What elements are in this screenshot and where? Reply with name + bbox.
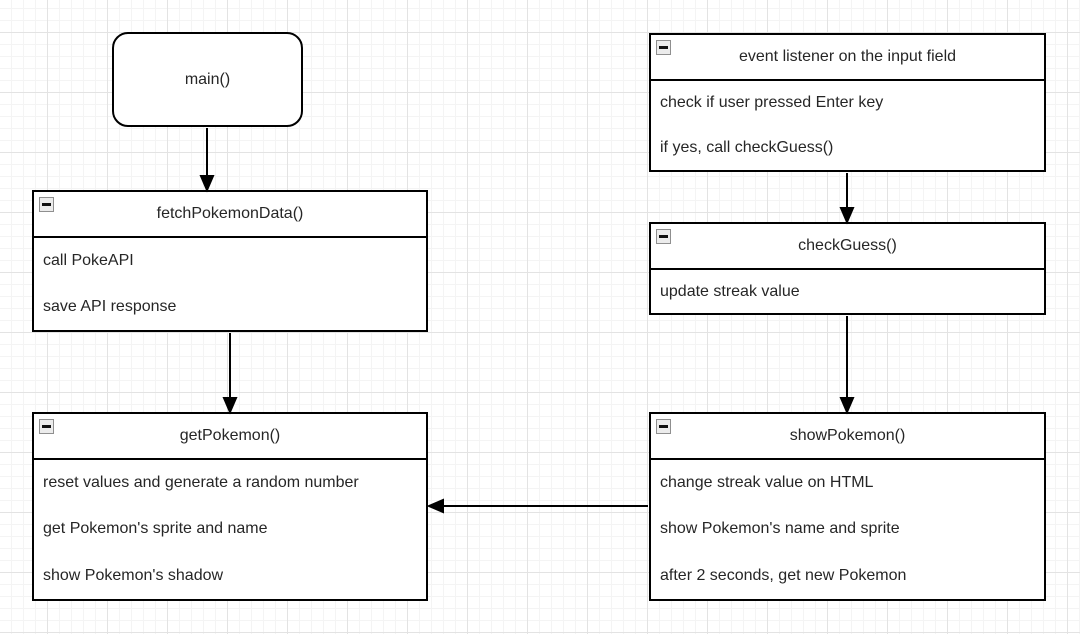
edge-checkGuess-to-showPokemon[interactable] [839,316,855,415]
node-item: save API response [43,298,177,315]
node-main-label: main() [184,70,231,88]
node-showPokemon-body: change streak value on HTML show Pokemon… [651,460,1044,599]
node-item: show Pokemon's name and sprite [660,520,900,538]
node-main[interactable]: main() [112,32,303,127]
node-showPokemon[interactable]: showPokemon() change streak value on HTM… [649,412,1046,601]
node-eventListener-body: check if user pressed Enter key if yes, … [651,81,1044,170]
edge-showPokemon-to-getPokemon[interactable] [426,498,648,514]
node-item: get Pokemon's sprite and name [43,520,268,538]
node-checkGuess-body: update streak value [651,270,1044,313]
node-item: check if user pressed Enter key [660,94,884,112]
node-item: show Pokemon's shadow [43,566,224,584]
node-getPokemon-header: getPokemon() [34,414,426,460]
node-item: change streak value on HTML [660,474,874,492]
node-fetchPokemonData-title: fetchPokemonData() [156,205,304,222]
node-eventListener[interactable]: event listener on the input field check … [649,33,1046,172]
node-getPokemon[interactable]: getPokemon() reset values and generate a… [32,412,428,601]
node-fetchPokemonData[interactable]: fetchPokemonData() call PokeAPI save API… [32,190,428,332]
node-fetchPokemonData-header: fetchPokemonData() [34,192,426,238]
node-item: call PokeAPI [43,252,134,269]
node-showPokemon-title: showPokemon() [789,427,906,444]
node-checkGuess[interactable]: checkGuess() update streak value [649,222,1046,315]
node-eventListener-header: event listener on the input field [651,35,1044,81]
node-item: if yes, call checkGuess() [660,138,834,156]
collapse-minus-icon[interactable] [39,197,54,212]
collapse-minus-icon[interactable] [39,419,54,434]
node-checkGuess-title: checkGuess() [798,237,897,254]
collapse-minus-icon[interactable] [656,40,671,55]
edge-fetchPokemonData-to-getPokemon[interactable] [222,333,238,415]
edge-main-to-fetchPokemonData[interactable] [199,128,215,193]
node-getPokemon-body: reset values and generate a random numbe… [34,460,426,599]
node-item: update streak value [660,282,800,300]
collapse-minus-icon[interactable] [656,229,671,244]
node-getPokemon-title: getPokemon() [179,427,281,444]
collapse-minus-icon[interactable] [656,419,671,434]
node-item: reset values and generate a random numbe… [43,474,359,492]
node-eventListener-title: event listener on the input field [738,48,957,65]
node-showPokemon-header: showPokemon() [651,414,1044,460]
node-checkGuess-header: checkGuess() [651,224,1044,270]
edge-eventListener-to-checkGuess[interactable] [839,173,855,225]
node-fetchPokemonData-body: call PokeAPI save API response [34,238,426,330]
node-item: after 2 seconds, get new Pokemon [660,566,907,584]
